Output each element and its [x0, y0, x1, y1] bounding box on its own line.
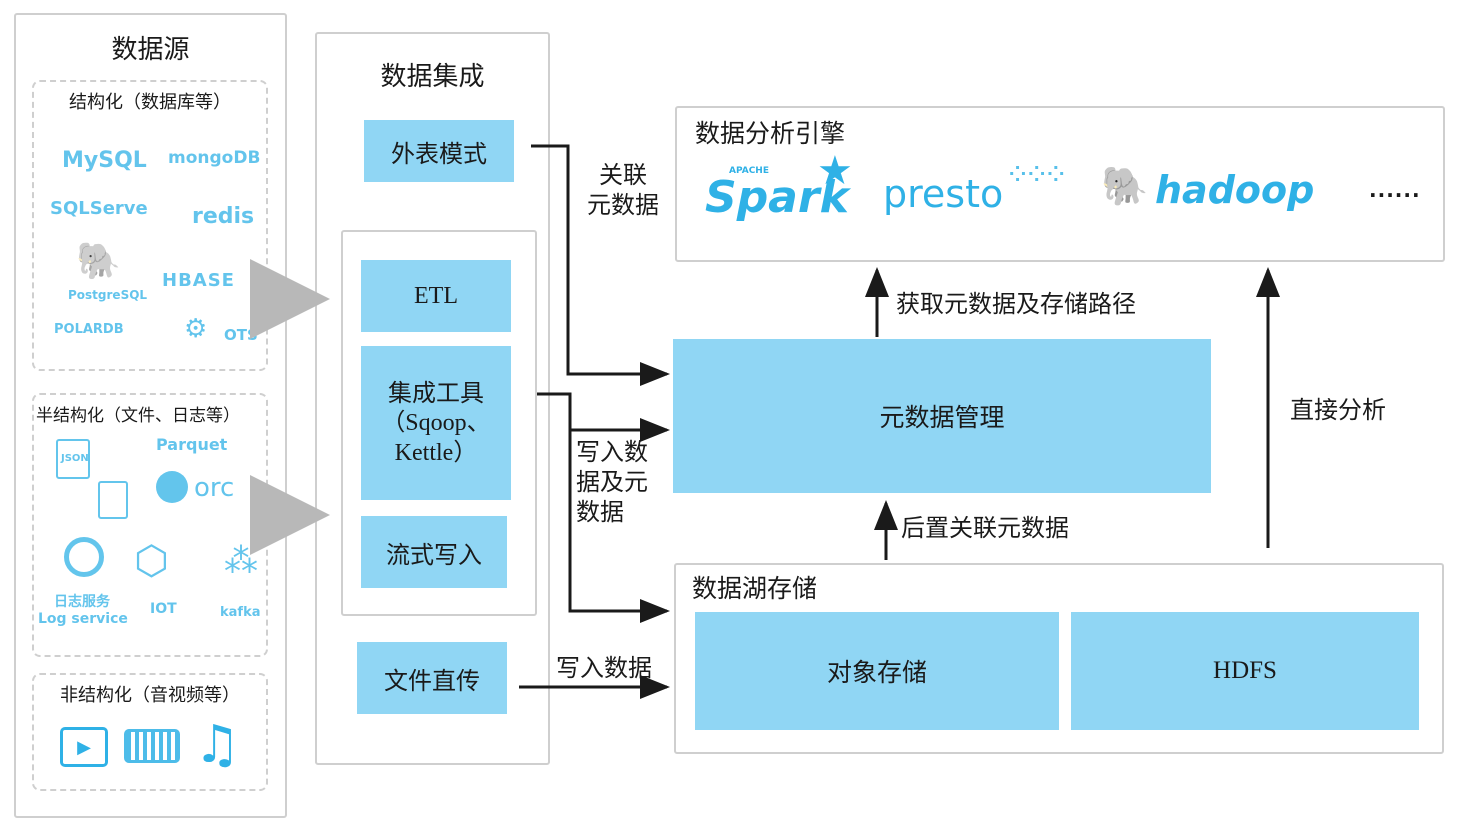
semi-structured-subpanel: 半结构化（文件、日志等） JSON Parquet orc 日志服务 Log s…: [32, 393, 268, 657]
log-service-cn-label: 日志服务: [54, 594, 110, 610]
log-service-label: Log service: [38, 611, 128, 627]
tools-to-lake-arrow: [568, 430, 670, 623]
kafka-label: kafka: [220, 605, 261, 620]
get-metadata-path-label: 获取元数据及存储路径: [896, 290, 1136, 318]
polardb-logo: POLARDB: [54, 322, 124, 337]
unstructured-subpanel: 非结构化（音视频等） ▶ ♫: [32, 673, 268, 791]
csv-file-icon: [98, 481, 128, 519]
image-grid-icon: [124, 729, 180, 763]
mysql-logo: MySQL: [62, 148, 147, 173]
ots-network-icon: ⚙: [184, 314, 208, 344]
etl-box: ETL: [361, 260, 511, 332]
spark-apache-label: APACHE: [729, 166, 769, 176]
semi-structured-title: 半结构化（文件、日志等）: [36, 406, 240, 426]
write-data-label: 写入数据: [556, 654, 652, 682]
parquet-logo: Parquet: [156, 435, 228, 454]
assoc-metadata-label: 关联 元数据: [578, 160, 668, 220]
spark-star-icon: ★: [817, 148, 853, 194]
write-data-meta-label: 写入数 据及元 数据: [576, 437, 648, 527]
unstructured-title: 非结构化（音视频等）: [60, 685, 240, 706]
tools-to-metadata-arrow: [537, 392, 670, 442]
structured-title: 结构化（数据库等）: [69, 92, 231, 113]
iot-hexagon-icon: ⬡: [134, 538, 169, 584]
direct-analysis-label: 直接分析: [1290, 396, 1386, 424]
iot-label: IOT: [150, 601, 177, 617]
data-lake-title: 数据湖存储: [692, 574, 818, 603]
write-data-meta-line3: 数据: [576, 498, 624, 526]
hbase-logo: HBASE: [162, 270, 235, 291]
music-note-icon: ♫: [194, 715, 241, 775]
analysis-engine-panel: 数据分析引擎 APACHE Spark ★ presto ⁘⁘⁘ 🐘 hadoo…: [675, 106, 1445, 262]
integration-tools-line1: 集成工具: [388, 379, 484, 407]
object-storage-box: 对象存储: [695, 612, 1059, 730]
video-play-icon: ▶: [60, 727, 108, 767]
presto-logo: presto: [883, 172, 1004, 216]
integration-tools-box: 集成工具 （Sqoop、 Kettle）: [361, 346, 511, 500]
more-ellipsis: ......: [1369, 178, 1421, 202]
spark-logo: Spark: [705, 172, 849, 223]
assoc-metadata-line2: 元数据: [587, 191, 659, 219]
orc-logo: orc: [194, 473, 235, 503]
mongodb-logo: mongoDB: [168, 148, 261, 168]
postgresql-logo: PostgreSQL: [68, 288, 148, 302]
presto-dots-icon: ⁘⁘⁘: [1005, 158, 1068, 193]
hadoop-elephant-icon: 🐘: [1101, 164, 1149, 208]
sqlserver-logo: SQLServe: [50, 198, 148, 219]
orc-circle-icon: [156, 471, 188, 503]
assoc-metadata-line1: 关联: [599, 161, 647, 189]
data-sources-title: 数据源: [111, 35, 190, 65]
hadoop-logo: hadoop: [1155, 168, 1315, 212]
postgresql-elephant-icon: 🐘: [76, 241, 121, 282]
integration-tools-line3: Kettle）: [394, 440, 478, 466]
external-table-box: 外表模式: [364, 120, 514, 182]
write-data-meta-line1: 写入数: [576, 438, 648, 466]
stream-write-box: 流式写入: [361, 516, 507, 588]
data-integration-title: 数据集成: [380, 62, 485, 92]
json-file-icon: [56, 439, 90, 479]
post-assoc-metadata-label: 后置关联元数据: [901, 514, 1069, 542]
metadata-management-box: 元数据管理: [673, 339, 1211, 493]
write-data-meta-line2: 据及元: [576, 468, 648, 496]
log-service-search-icon: [64, 537, 104, 577]
redis-logo: redis: [192, 204, 255, 229]
json-label: JSON: [61, 453, 89, 464]
ots-logo: OTS: [224, 326, 258, 344]
hdfs-box: HDFS: [1071, 612, 1419, 730]
file-upload-box: 文件直传: [357, 642, 507, 714]
external-to-metadata-arrow: [531, 144, 670, 386]
analysis-engine-title: 数据分析引擎: [695, 119, 846, 148]
integration-tools-line2: （Sqoop、: [381, 410, 491, 436]
structured-subpanel: 结构化（数据库等） MySQL mongoDB SQLServe redis 🐘…: [32, 80, 268, 371]
